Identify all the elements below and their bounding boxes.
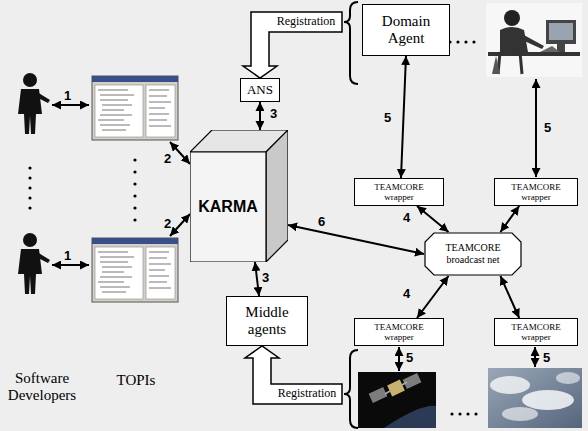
- callout-number: 1: [64, 248, 71, 263]
- node-text: Middle agents: [227, 304, 307, 338]
- callout-number: 5: [543, 350, 550, 365]
- service-box: ANS: [240, 78, 280, 102]
- node-text: KARMA: [198, 198, 258, 216]
- arrow-line: [52, 79, 536, 371]
- node-text: TEAMCORE wrapper: [368, 182, 430, 202]
- node-text: TEAMCORE wrapper: [505, 322, 567, 342]
- node-text: ANS: [247, 82, 273, 98]
- brace: [344, 350, 358, 428]
- callout-number: 5: [384, 110, 391, 125]
- cube-face: [190, 152, 266, 262]
- text-stack: TEAMCORE broadcast net: [437, 242, 509, 266]
- text-stack: TEAMCORE wrapper: [505, 182, 567, 202]
- wrapper-box: TEAMCORE wrapper: [494, 318, 578, 346]
- callout-number: 6: [318, 214, 325, 229]
- node-text: TEAMCORE wrapper: [368, 322, 430, 342]
- arrow-label: Registration: [271, 14, 341, 29]
- connector: [288, 225, 424, 254]
- text-stack: Domain Agent: [363, 13, 449, 47]
- topi-window: [92, 238, 178, 302]
- callout-number: 2: [164, 216, 171, 231]
- group-label: Software Developers: [2, 370, 82, 404]
- callout-number: 5: [406, 350, 413, 365]
- satellite-image: [358, 372, 436, 428]
- wrapper-box: TEAMCORE wrapper: [354, 178, 444, 206]
- node-text: TEAMCORE broadcast net: [437, 242, 509, 266]
- text-stack: TEAMCORE wrapper: [368, 322, 430, 342]
- brace: [344, 2, 358, 84]
- text-stack: TEAMCORE wrapper: [505, 322, 567, 342]
- cube-face: [266, 130, 288, 262]
- net-outline: [425, 233, 521, 275]
- connector: [401, 56, 406, 178]
- weather-image: [488, 368, 582, 428]
- cube-shape: [190, 130, 288, 262]
- registration-arrow: [243, 12, 342, 78]
- connector: [500, 276, 519, 318]
- wrapper-box: TEAMCORE wrapper: [354, 318, 444, 346]
- node-text: TEAMCORE wrapper: [505, 182, 567, 202]
- user-at-desk: [486, 3, 582, 77]
- connector: [255, 262, 259, 296]
- group-label: TOPIs: [108, 372, 164, 389]
- developer-figure: [18, 73, 50, 134]
- arrow-label: Registration: [273, 386, 341, 401]
- connector-layer: [255, 56, 519, 318]
- broadcast-net: TEAMCORE broadcast net: [424, 232, 522, 276]
- text-stack: TEAMCORE wrapper: [368, 182, 430, 202]
- callout-number: 1: [64, 88, 71, 103]
- connector: [500, 206, 519, 232]
- text-stack: ANS: [247, 82, 273, 98]
- agent-box: Domain Agent: [362, 4, 450, 56]
- text-stack: KARMA: [198, 198, 258, 216]
- developer-figure: [18, 233, 50, 294]
- callout-number: 3: [270, 106, 277, 121]
- callout-number: 5: [544, 120, 551, 135]
- callout-number: 2: [164, 151, 171, 166]
- registration-arrow: [245, 346, 342, 404]
- text-stack: Middle agents: [227, 304, 307, 338]
- connector: [259, 102, 261, 130]
- ellipsis-dots: [28, 40, 477, 415]
- callout-number: 4: [403, 286, 410, 301]
- karma-cube: KARMA: [190, 130, 288, 262]
- callout-number: 4: [403, 210, 410, 225]
- wrapper-box: TEAMCORE wrapper: [494, 178, 578, 206]
- node-text: Domain Agent: [363, 13, 449, 47]
- connector: [417, 206, 449, 232]
- connector: [417, 276, 449, 318]
- topi-window: [92, 76, 178, 140]
- callout-number: 3: [262, 270, 269, 285]
- agent-box: Middle agents: [226, 296, 308, 346]
